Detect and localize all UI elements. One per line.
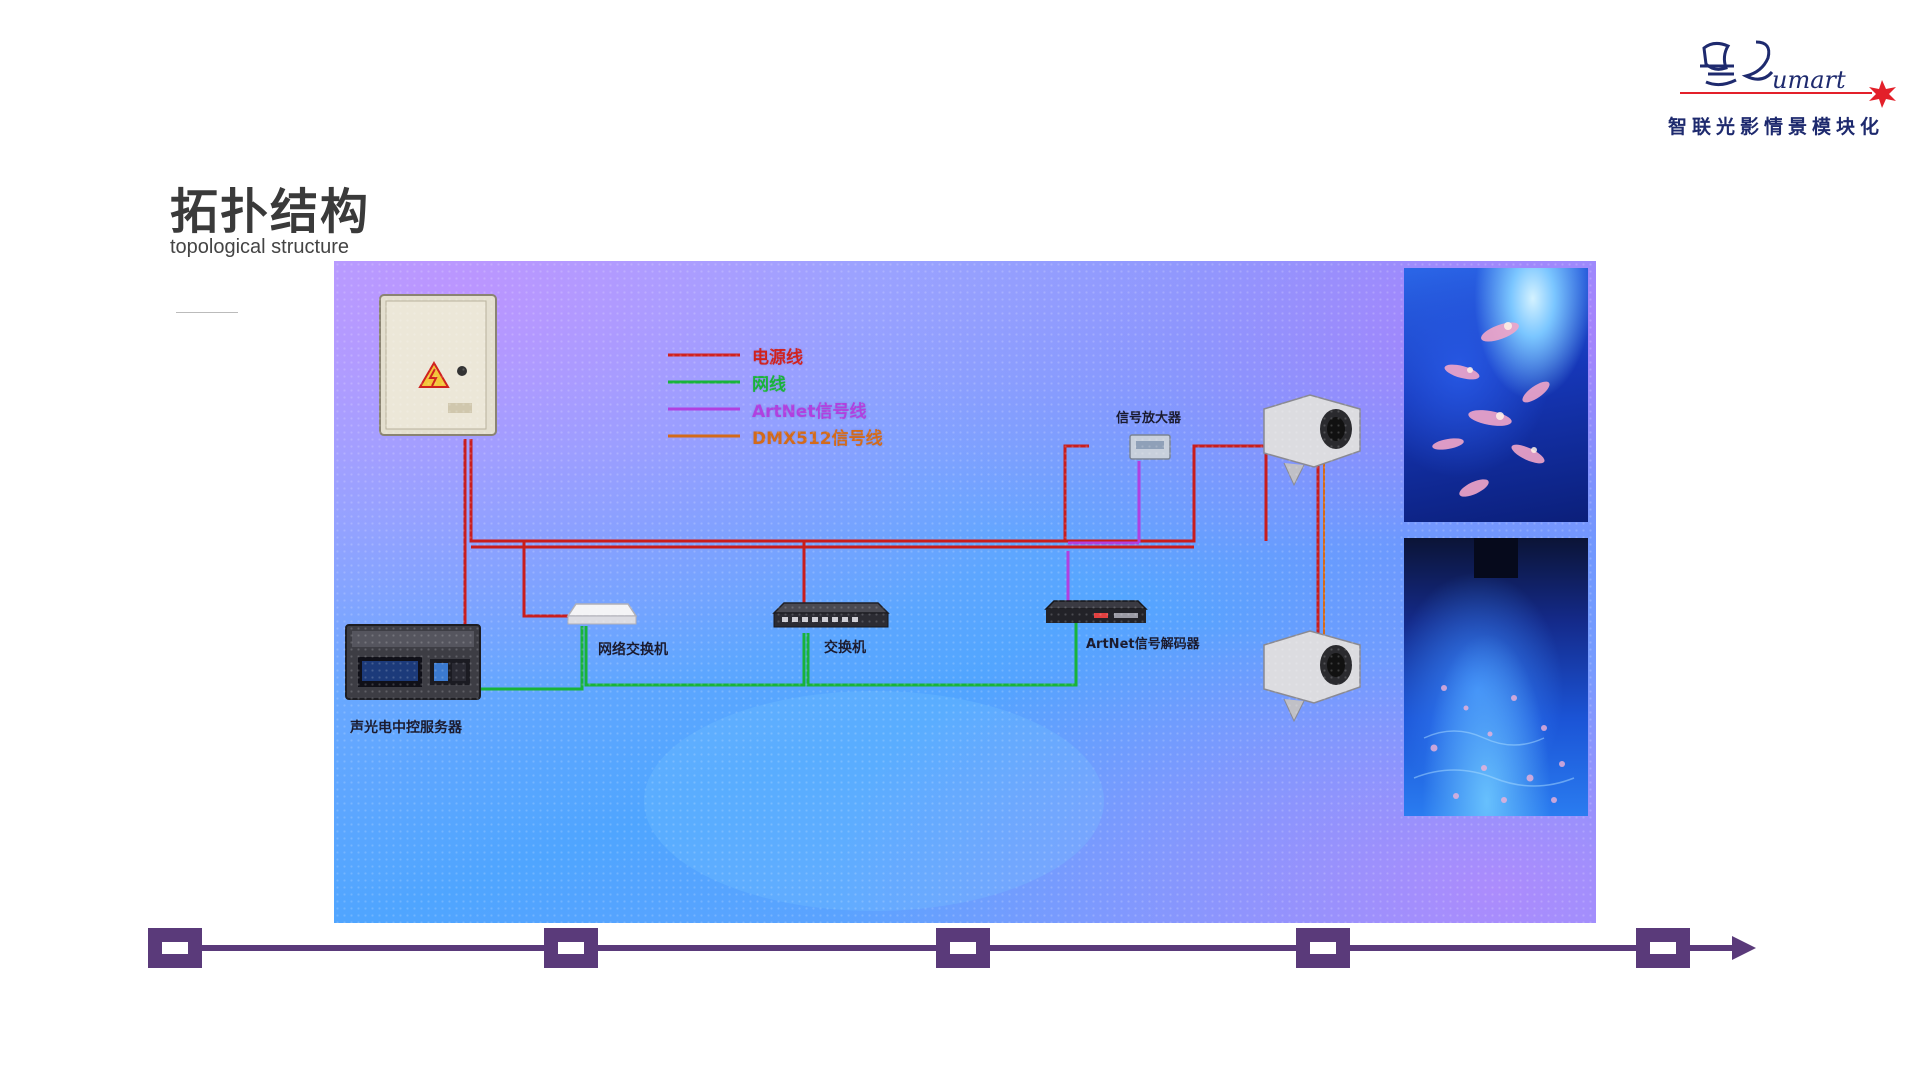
topology-wiring	[345, 294, 1361, 911]
switch-label: 交换机	[824, 640, 866, 656]
brand-logo: umart 智联光影情景模块化	[1660, 30, 1920, 140]
legend-artnet: ArtNet信号线	[752, 402, 867, 422]
network-lines	[462, 621, 1078, 691]
timeline-arrow-icon	[1732, 936, 1756, 960]
router-icon	[566, 603, 638, 625]
server-label: 声光电中控服务器	[350, 720, 462, 736]
corridor-photo	[1404, 538, 1588, 816]
svg-text:umart: umart	[1772, 66, 1846, 94]
timeline-marker	[1296, 928, 1350, 968]
network-switch-icon	[772, 602, 890, 628]
media-server-icon	[345, 624, 481, 700]
koi-fish-photo	[1404, 268, 1588, 522]
amplifier-label: 信号放大器	[1116, 411, 1182, 426]
logo-mark-icon: umart	[1680, 40, 1896, 108]
power-lines	[463, 439, 1320, 693]
high-voltage-warning-icon	[418, 361, 450, 388]
legend-swatches	[668, 353, 740, 438]
page-title: 拓扑结构	[170, 184, 371, 240]
topology-diagram: 电源线 网线 ArtNet信号线 DMX512信号线 声光电中控服务器 网络交换…	[334, 261, 1596, 923]
logo-tagline: 智联光影情景模块化	[1668, 116, 1885, 138]
legend-dmx512: DMX512信号线	[752, 429, 883, 449]
title-divider	[176, 312, 238, 313]
page-subtitle: topological structure	[170, 236, 349, 258]
decoder-icon	[1044, 600, 1148, 623]
glow-decoration	[644, 691, 1104, 911]
timeline-marker	[544, 928, 598, 968]
timeline-marker	[936, 928, 990, 968]
decoder-label: ArtNet信号解码器	[1086, 637, 1200, 652]
legend-power: 电源线	[752, 348, 803, 368]
timeline-marker	[148, 928, 202, 968]
projector-icon	[1263, 394, 1361, 487]
signal-amplifier-icon	[1129, 434, 1171, 460]
legend-network: 网线	[752, 375, 786, 395]
artnet-lines	[1066, 461, 1141, 618]
timeline-bar	[148, 928, 1756, 968]
router-label: 网络交换机	[598, 642, 668, 658]
projector-icon	[1263, 630, 1361, 723]
power-distribution-box-icon	[379, 294, 497, 436]
timeline-marker	[1636, 928, 1690, 968]
